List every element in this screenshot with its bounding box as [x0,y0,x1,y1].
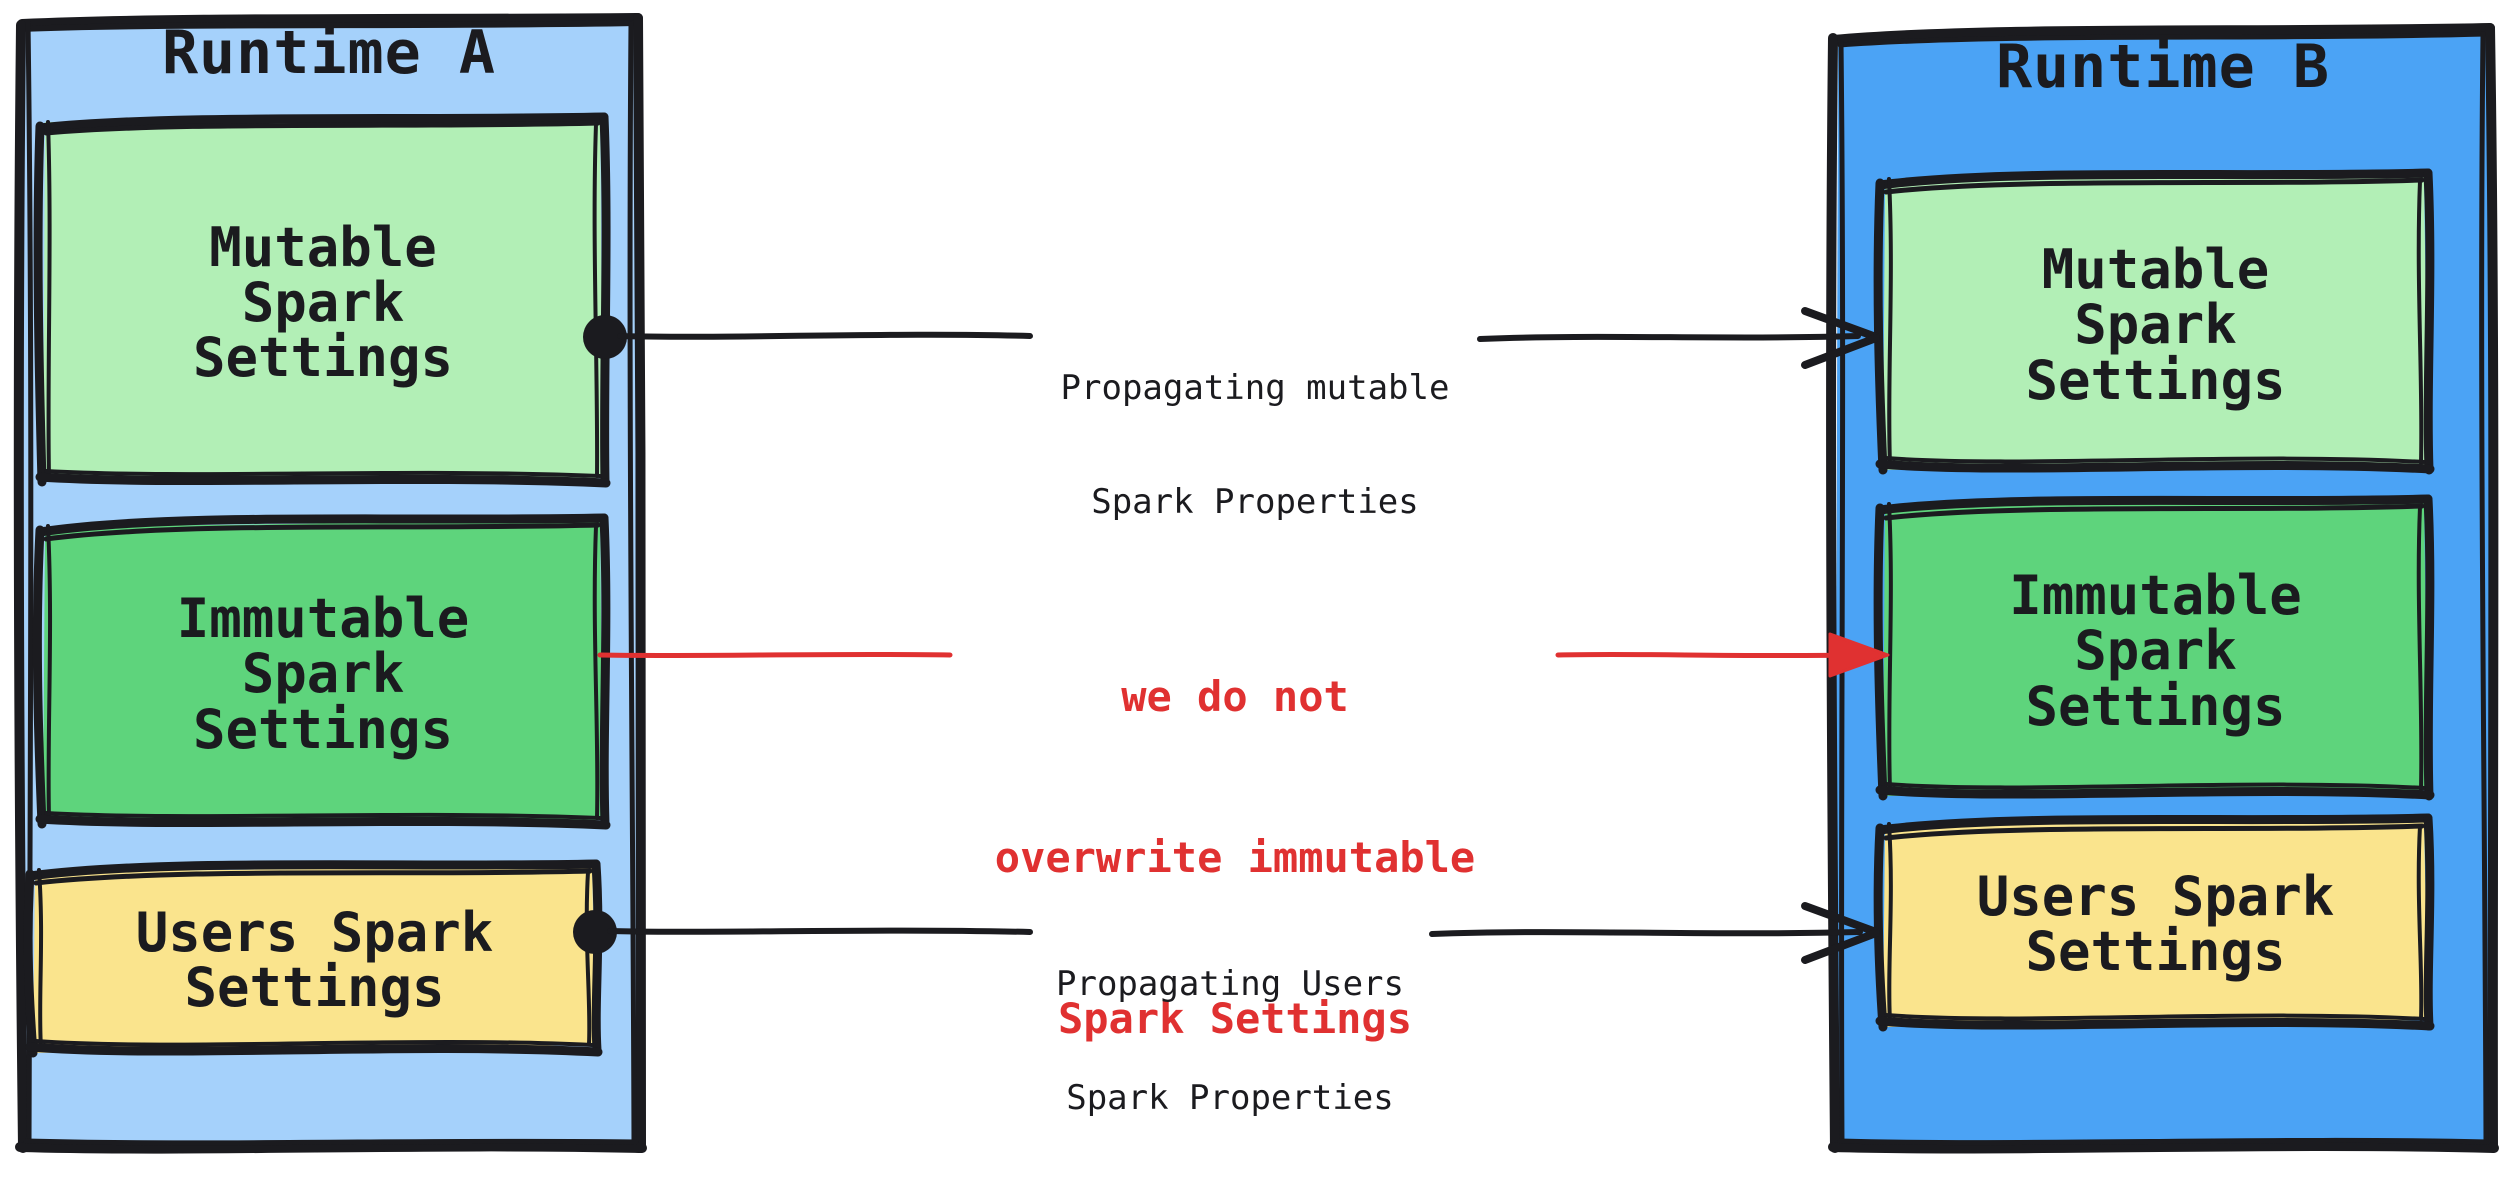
b-users-outline [1875,813,2433,835]
edge-users-line-left [607,927,1033,935]
runtime-a-outline [17,13,643,29]
edge-mutable-line-right [1477,333,1861,342]
b-mutable-outline-3 [1873,178,1888,475]
edge-immutable-arrowhead [1828,632,1890,678]
b-users-outline-6 [2416,824,2424,1021]
edge-users-arrowhead-upper [1801,902,1880,936]
box-a-mutable[interactable] [33,112,611,488]
runtime-a-outline-2 [16,20,640,32]
edge-mutable[interactable] [583,307,1880,369]
a-immutable-outline-6 [592,524,600,820]
b-mutable-outline-4 [1887,177,1893,467]
runtime-b-outline-4 [1838,39,1846,1146]
runtime-b-outline [1828,23,2495,45]
a-users-outline-8 [34,1039,594,1047]
a-users-outline-7 [25,1042,603,1057]
b-immutable-outline-8 [1884,782,2426,790]
a-immutable-outline-8 [44,811,602,820]
a-users-outline-4 [37,868,44,1050]
box-b-users[interactable] [1873,813,2435,1032]
b-users-outline-7 [1875,1016,2435,1031]
b-immutable-outline-6 [2416,505,2424,791]
b-mutable-outline-2 [1883,177,2425,195]
b-users-outline-5 [2423,813,2435,1031]
b-mutable-fill [1883,174,2428,470]
edge-users-line-right [1429,929,1863,937]
a-mutable-outline-7 [35,472,611,488]
a-mutable-outline-6 [592,122,600,478]
runtime-a-outline-3 [13,20,28,1153]
edge-mutable-start-dot [583,315,627,359]
edge-mutable-arrowhead-lower [1801,334,1880,369]
edge-users[interactable] [573,902,1880,964]
b-mutable-outline-6 [2416,179,2424,465]
b-immutable-outline-4 [1887,502,1893,792]
runtime-b-outline-6 [2479,31,2489,1145]
a-users-outline-6 [584,870,592,1046]
runtime-b-outline-8 [1837,1137,2491,1146]
b-users-outline-4 [1887,822,1893,1023]
a-immutable-outline-3 [32,525,47,829]
edge-mutable-arrowhead-upper [1801,307,1880,341]
b-immutable-outline-5 [2423,494,2435,801]
a-users-outline-3 [23,869,38,1058]
b-users-outline-2 [1883,823,2425,841]
runtime-b-outline-5 [2485,23,2499,1153]
edge-users-start-dot [573,910,617,954]
a-mutable-outline-8 [44,469,602,478]
a-mutable-fill [43,118,603,482]
runtime-b-outline-2 [1837,31,2489,48]
b-mutable-outline-5 [2423,168,2435,475]
a-mutable-outline-5 [599,112,611,487]
a-mutable-outline-3 [33,121,47,487]
a-users-fill [33,866,596,1053]
a-immutable-outline [35,513,609,537]
edge-immutable-line-right [1555,651,1863,659]
runtime-a-outline-7 [15,1141,647,1154]
b-mutable-outline-7 [1875,459,2435,474]
b-users-outline-3 [1873,823,1888,1032]
box-b-mutable[interactable] [1873,168,2435,475]
b-users-fill [1883,820,2428,1027]
b-immutable-fill [1883,500,2428,796]
diagram-canvas: Runtime A Runtime B Mutable Spark Settin… [13,13,2499,1154]
runtime-b-outline-7 [1828,1141,2499,1154]
runtime-a-outline-8 [23,1138,639,1146]
a-mutable-outline-4 [46,120,52,480]
b-immutable-outline-7 [1875,785,2435,800]
b-immutable-outline [1875,494,2433,515]
a-users-outline-2 [33,868,593,886]
runtime-b-outline-3 [1826,33,1840,1153]
b-mutable-outline [1875,168,2433,190]
a-immutable-outline-5 [599,513,611,829]
a-immutable-outline-2 [43,522,601,542]
a-immutable-outline-4 [46,524,53,821]
box-a-immutable[interactable] [32,513,611,830]
box-b-immutable[interactable] [1873,494,2435,801]
box-a-users[interactable] [23,859,603,1058]
b-users-outline-8 [1884,1013,2426,1021]
a-immutable-fill [43,520,603,824]
runtime-a-outline-6 [627,21,637,1146]
runtime-a-outline-5 [633,13,646,1153]
a-immutable-outline-7 [35,814,611,830]
a-mutable-outline-2 [43,120,601,136]
diagram-svg [13,13,2499,1154]
b-immutable-outline-2 [1883,503,2425,521]
b-mutable-outline-8 [1884,456,2426,464]
edge-immutable-line-left [597,651,953,659]
a-users-outline-5 [591,859,603,1055]
a-mutable-outline [35,112,609,133]
a-users-outline [25,859,601,881]
edge-immutable[interactable] [597,632,1890,678]
edge-users-arrowhead-lower [1801,929,1880,964]
edge-mutable-line-left [617,331,1033,340]
